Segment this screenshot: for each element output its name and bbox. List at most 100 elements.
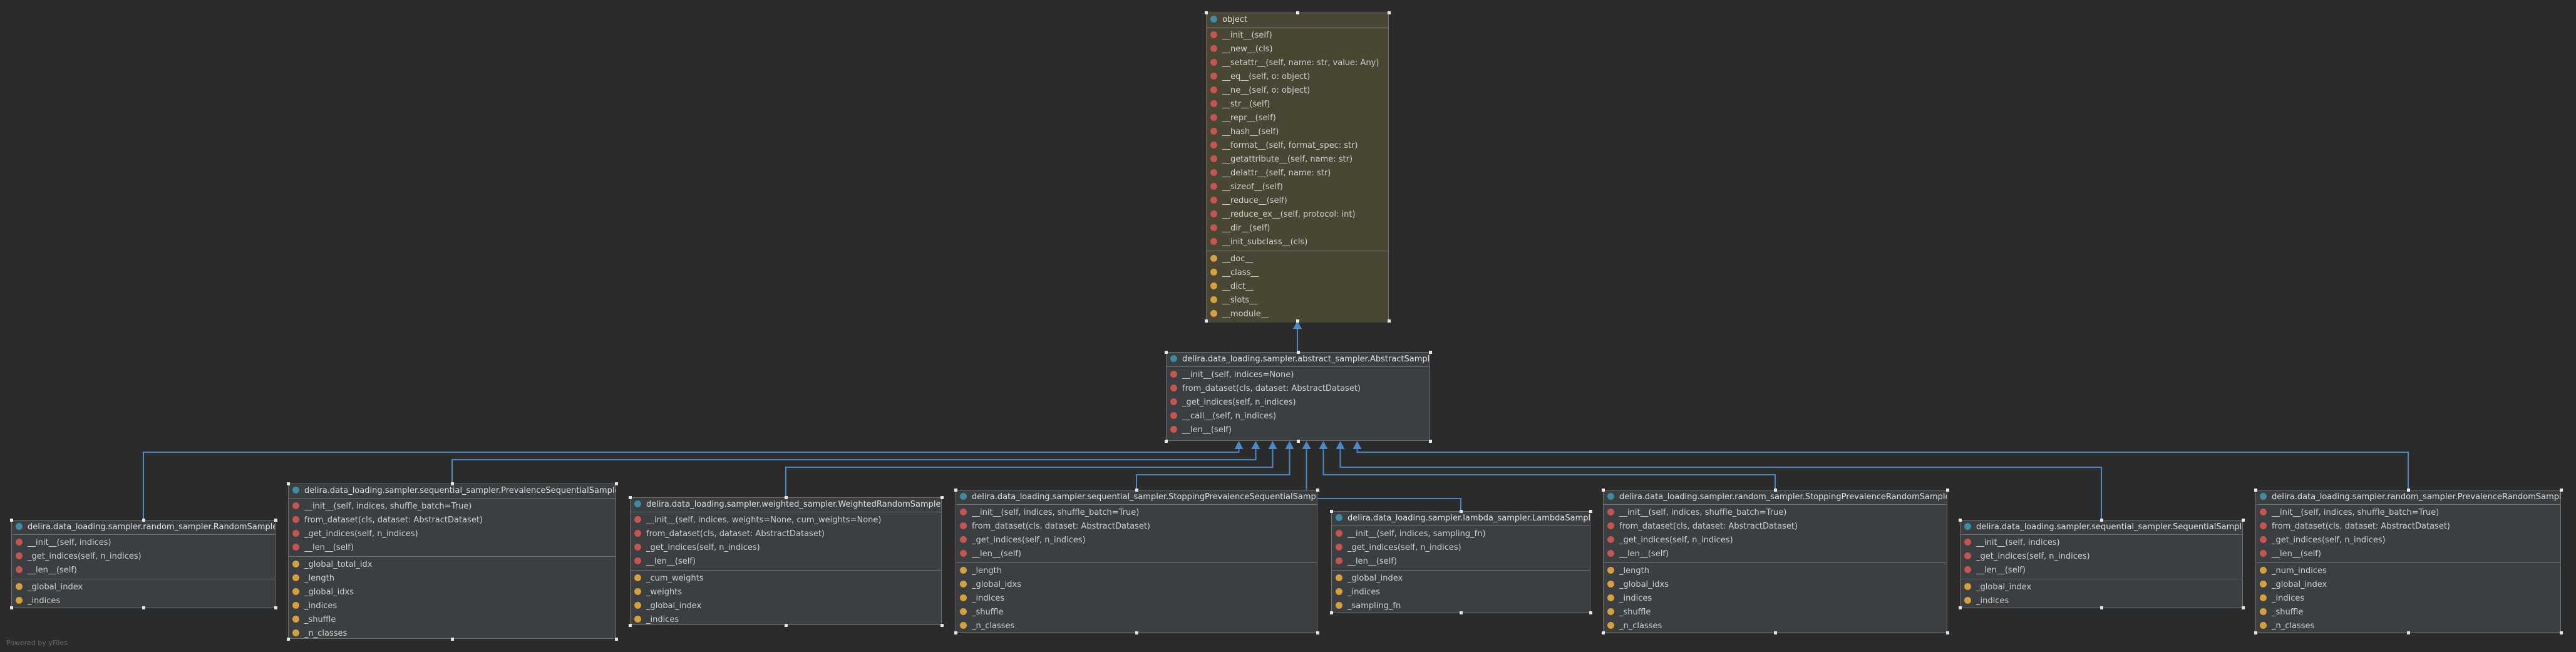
field-row[interactable]: __slots__ [1207,294,1388,308]
field-row[interactable]: _global_idxs [1604,578,1947,592]
field-row[interactable]: _global_index [12,581,275,594]
field-row[interactable]: _n_classes [2256,619,2560,633]
field-row[interactable]: _indices [2256,592,2560,606]
field-row[interactable]: _n_classes [1604,619,1947,633]
field-row[interactable]: __module__ [1207,308,1388,321]
class-node-abstract-sampler[interactable]: delira.data_loading.sampler.abstract_sam… [1165,351,1432,443]
field-row[interactable]: _n_classes [956,619,1317,633]
field-row[interactable]: _global_total_idx [289,558,616,572]
field-row[interactable]: _indices [1332,586,1590,599]
field-row[interactable]: _indices [1604,592,1947,606]
method-row[interactable]: _get_indices(self, n_indices) [289,527,616,541]
method-row[interactable]: _get_indices(self, n_indices) [1960,550,2242,564]
field-row[interactable]: _shuffle [2256,606,2560,619]
field-row[interactable]: _shuffle [289,613,616,627]
method-row[interactable]: __len__(self) [289,541,616,555]
class-node-prevalence-sequential-sampler[interactable]: delira.data_loading.sampler.sequential_s… [287,482,618,641]
method-row[interactable]: _get_indices(self, n_indices) [12,550,275,564]
class-node-object[interactable]: object__init__(self)__new__(cls)__setatt… [1205,11,1391,323]
method-row[interactable]: __init__(self, indices, sampling_fn) [1332,527,1590,541]
field-row[interactable]: _length [1604,564,1947,578]
field-row[interactable]: _indices [289,599,616,613]
field-row[interactable]: __class__ [1207,266,1388,280]
class-node-stopping-prevalence-sequential-sampler[interactable]: delira.data_loading.sampler.sequential_s… [954,489,1319,634]
method-row[interactable]: __call__(self, n_indices) [1167,410,1430,423]
field-row[interactable]: _global_idxs [289,586,616,599]
method-row[interactable]: __new__(cls) [1207,43,1388,56]
field-row[interactable]: _global_index [631,599,941,613]
method-row[interactable]: _get_indices(self, n_indices) [1167,396,1430,410]
method-row[interactable]: __len__(self) [1604,547,1947,561]
method-row[interactable]: _get_indices(self, n_indices) [2256,534,2560,547]
method-row[interactable]: from_dataset(cls, dataset: AbstractDatas… [1167,382,1430,396]
class-node-lambda-sampler[interactable]: delira.data_loading.sampler.lambda_sampl… [1330,510,1592,614]
method-icon [1210,73,1217,80]
method-row[interactable]: from_dataset(cls, dataset: AbstractDatas… [631,527,941,541]
method-row[interactable]: __len__(self) [1332,555,1590,569]
class-node-sequential-sampler[interactable]: delira.data_loading.sampler.sequential_s… [1959,519,2245,609]
field-row[interactable]: _num_indices [2256,564,2560,578]
field-row[interactable]: _global_index [1332,572,1590,586]
field-row[interactable]: _sampling_fn [1332,599,1590,613]
method-row[interactable]: __len__(self) [1960,564,2242,577]
method-row[interactable]: __init__(self) [1207,29,1388,43]
method-row[interactable]: __init_subclass__(cls) [1207,235,1388,249]
method-row[interactable]: __reduce__(self) [1207,194,1388,208]
method-row[interactable]: __len__(self) [631,555,941,569]
method-row[interactable]: __setattr__(self, name: str, value: Any) [1207,56,1388,70]
method-row[interactable]: __reduce_ex__(self, protocol: int) [1207,208,1388,222]
method-row[interactable]: __len__(self) [1167,423,1430,437]
method-row[interactable]: __dir__(self) [1207,222,1388,235]
method-row[interactable]: __init__(self, indices, weights=None, cu… [631,514,941,527]
field-icon [634,616,641,623]
field-row[interactable]: _indices [956,592,1317,606]
method-row[interactable]: __init__(self, indices, shuffle_batch=Tr… [2256,506,2560,520]
method-row[interactable]: _get_indices(self, n_indices) [956,534,1317,547]
field-row[interactable]: _length [956,564,1317,578]
method-row[interactable]: __init__(self, indices, shuffle_batch=Tr… [1604,506,1947,520]
class-node-stopping-prevalence-random-sampler[interactable]: delira.data_loading.sampler.random_sampl… [1602,489,1949,634]
field-row[interactable]: _length [289,572,616,586]
field-row[interactable]: _global_index [1960,581,2242,594]
method-row[interactable]: _get_indices(self, n_indices) [1604,534,1947,547]
method-row[interactable]: __repr__(self) [1207,111,1388,125]
method-row[interactable]: __len__(self) [956,547,1317,561]
field-row[interactable]: _shuffle [956,606,1317,619]
field-row[interactable]: __doc__ [1207,252,1388,266]
class-node-prevalence-random-sampler[interactable]: delira.data_loading.sampler.random_sampl… [2254,489,2563,634]
method-row[interactable]: __delattr__(self, name: str) [1207,167,1388,180]
class-node-random-sampler[interactable]: delira.data_loading.sampler.random_sampl… [10,519,277,609]
method-row[interactable]: __eq__(self, o: object) [1207,70,1388,84]
method-row[interactable]: __ne__(self, o: object) [1207,84,1388,98]
method-icon [1210,197,1217,204]
field-row[interactable]: __dict__ [1207,280,1388,294]
method-row[interactable]: __init__(self, indices, shuffle_batch=Tr… [956,506,1317,520]
method-row[interactable]: __sizeof__(self) [1207,180,1388,194]
field-row[interactable]: _indices [12,594,275,608]
method-row[interactable]: from_dataset(cls, dataset: AbstractDatas… [289,514,616,527]
method-row[interactable]: __str__(self) [1207,98,1388,111]
field-row[interactable]: _global_index [2256,578,2560,592]
field-row[interactable]: _shuffle [1604,606,1947,619]
method-row[interactable]: from_dataset(cls, dataset: AbstractDatas… [2256,520,2560,534]
method-row[interactable]: __format__(self, format_spec: str) [1207,139,1388,153]
field-row[interactable]: _weights [631,586,941,599]
class-node-weighted-random-sampler[interactable]: delira.data_loading.sampler.weighted_sam… [629,496,944,627]
method-row[interactable]: __getattribute__(self, name: str) [1207,153,1388,167]
method-row[interactable]: __init__(self, indices) [1960,536,2242,550]
method-row[interactable]: _get_indices(self, n_indices) [1332,541,1590,555]
method-row[interactable]: __init__(self, indices=None) [1167,368,1430,382]
method-row[interactable]: __init__(self, indices) [12,536,275,550]
field-row[interactable]: _indices [1960,594,2242,608]
method-row[interactable]: _get_indices(self, n_indices) [631,541,941,555]
field-row[interactable]: _cum_weights [631,572,941,586]
field-row[interactable]: _n_classes [289,627,616,641]
method-row[interactable]: __len__(self) [2256,547,2560,561]
method-row[interactable]: __init__(self, indices, shuffle_batch=Tr… [289,500,616,514]
field-row[interactable]: _indices [631,613,941,627]
method-row[interactable]: from_dataset(cls, dataset: AbstractDatas… [1604,520,1947,534]
field-row[interactable]: _global_idxs [956,578,1317,592]
method-row[interactable]: __len__(self) [12,564,275,577]
method-row[interactable]: __hash__(self) [1207,125,1388,139]
method-row[interactable]: from_dataset(cls, dataset: AbstractDatas… [956,520,1317,534]
